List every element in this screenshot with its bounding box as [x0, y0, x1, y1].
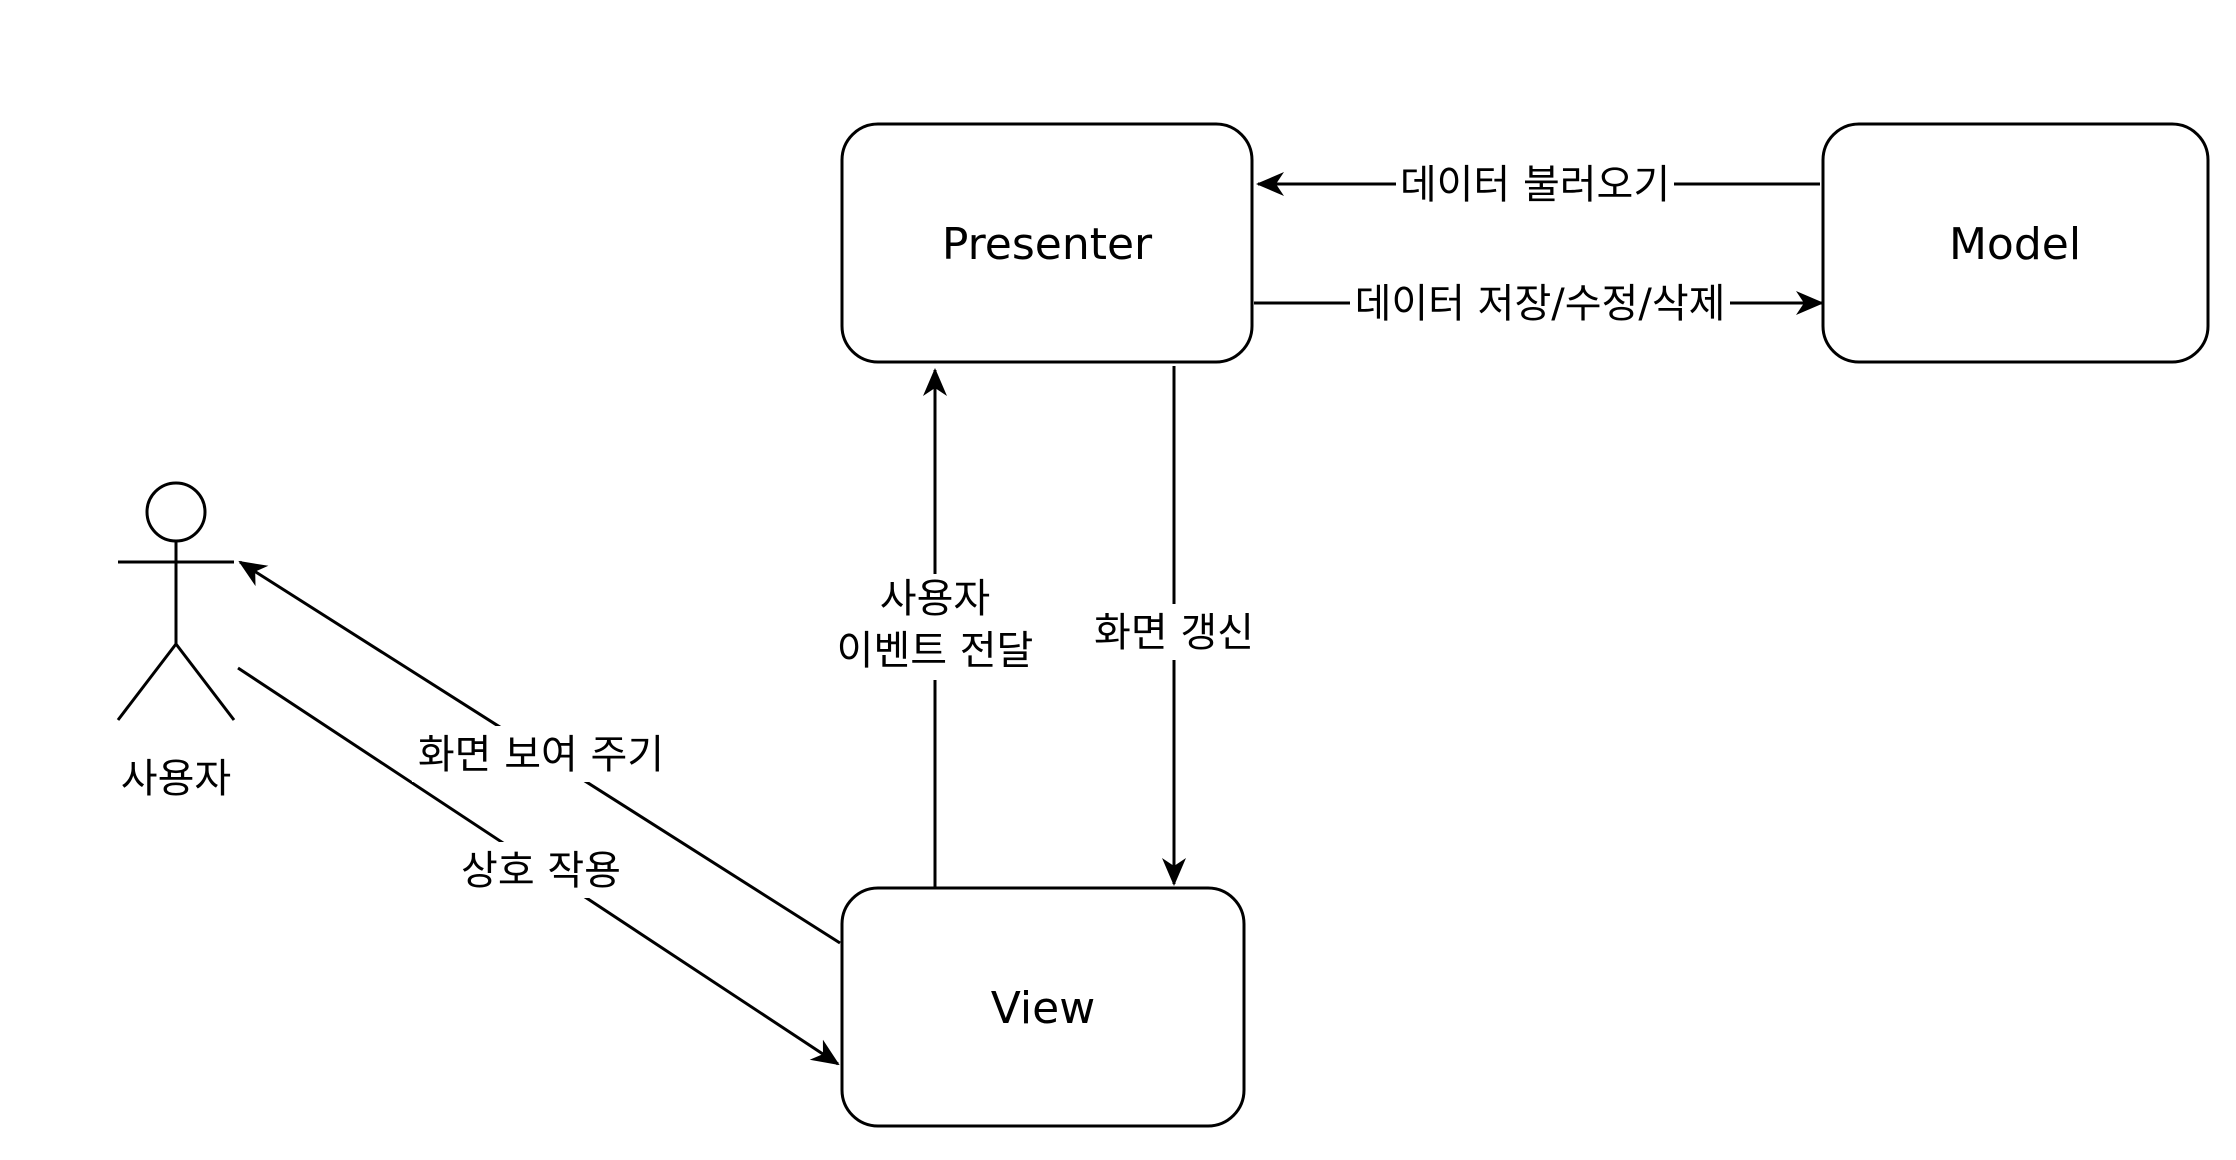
- node-model-label: Model: [1949, 219, 2081, 270]
- edge-label-line2: 이벤트 전달: [837, 628, 1034, 674]
- edge-label-text: 상호 작용: [461, 848, 621, 894]
- edge-label-model-to-presenter: 데이터 불러오기: [1396, 158, 1674, 210]
- node-view-label: View: [991, 983, 1095, 1034]
- actor-user-label: 사용자: [121, 756, 231, 802]
- edge-label-text: 데이터 불러오기: [1400, 162, 1670, 208]
- actor-head: [145, 481, 207, 543]
- node-view: View: [840, 886, 1246, 1128]
- edge-label-presenter-to-view: 화면 갱신: [1088, 604, 1260, 660]
- edge-label-user-to-view: 상호 작용: [452, 842, 630, 898]
- edge-label-text: 화면 갱신: [1094, 610, 1254, 656]
- actor-right-leg: [174, 643, 236, 721]
- actor-left-leg: [116, 643, 178, 721]
- edge-label-view-to-presenter: 사용자 이벤트 전달: [826, 574, 1044, 680]
- node-presenter-label: Presenter: [942, 219, 1153, 270]
- edge-label-text: 화면 보여 주기: [418, 732, 664, 778]
- actor-user: 사용자: [116, 481, 236, 802]
- edge-label-view-to-user: 화면 보여 주기: [412, 726, 670, 782]
- edge-label-presenter-to-model: 데이터 저장/수정/삭제: [1350, 277, 1730, 329]
- edge-label-text: 데이터 저장/수정/삭제: [1355, 281, 1726, 327]
- node-model: Model: [1821, 122, 2210, 364]
- node-presenter: Presenter: [840, 122, 1254, 364]
- edge-label-line1: 사용자: [880, 576, 990, 622]
